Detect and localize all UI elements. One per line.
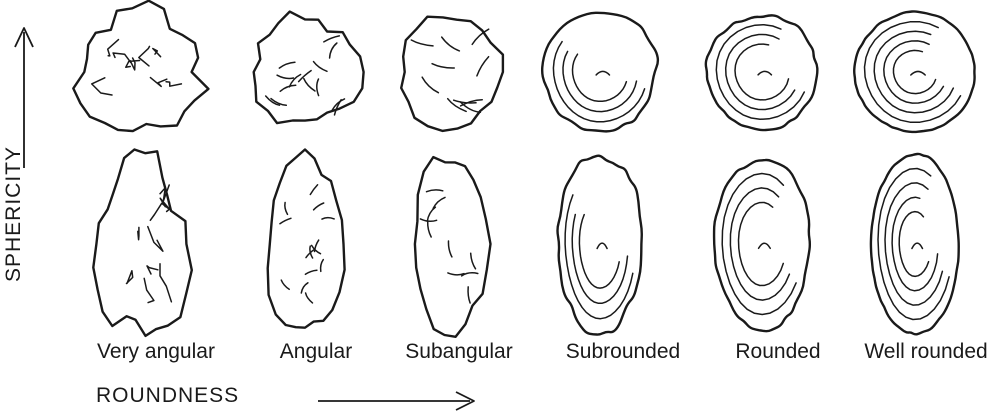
grain-outline bbox=[415, 157, 491, 337]
grain-outline bbox=[401, 17, 503, 131]
grain-outline bbox=[254, 12, 364, 124]
grain-outline bbox=[714, 160, 810, 331]
grain-rounded-low-sphericity bbox=[714, 160, 810, 331]
grain-rounded-high-sphericity bbox=[706, 15, 818, 130]
grain-angular-low-sphericity bbox=[268, 150, 345, 328]
sphericity-axis-label: SPHERICITY bbox=[2, 146, 26, 282]
grain-subrounded-high-sphericity bbox=[542, 13, 658, 132]
grain-outline bbox=[268, 150, 345, 328]
grain-outline bbox=[93, 150, 192, 336]
label-angular: Angular bbox=[280, 340, 352, 364]
grain-very-angular-low-sphericity bbox=[93, 150, 192, 336]
grain-well-rounded-high-sphericity bbox=[854, 11, 974, 132]
grain-subangular-low-sphericity bbox=[415, 157, 491, 337]
grain-outline bbox=[73, 1, 208, 131]
grain-angular-high-sphericity bbox=[254, 12, 364, 124]
grain-very-angular-high-sphericity bbox=[73, 1, 208, 131]
label-subangular: Subangular bbox=[405, 340, 512, 364]
grain-subangular-high-sphericity bbox=[401, 17, 503, 131]
label-rounded: Rounded bbox=[735, 340, 820, 364]
label-well-rounded: Well rounded bbox=[864, 340, 987, 364]
grain-subrounded-low-sphericity bbox=[558, 156, 642, 335]
grain-well-rounded-low-sphericity bbox=[871, 154, 959, 334]
label-very-angular: Very angular bbox=[97, 340, 215, 364]
label-subrounded: Subrounded bbox=[566, 340, 680, 364]
roundness-axis-label: ROUNDNESS bbox=[96, 384, 239, 408]
roundness-arrow bbox=[318, 392, 474, 410]
